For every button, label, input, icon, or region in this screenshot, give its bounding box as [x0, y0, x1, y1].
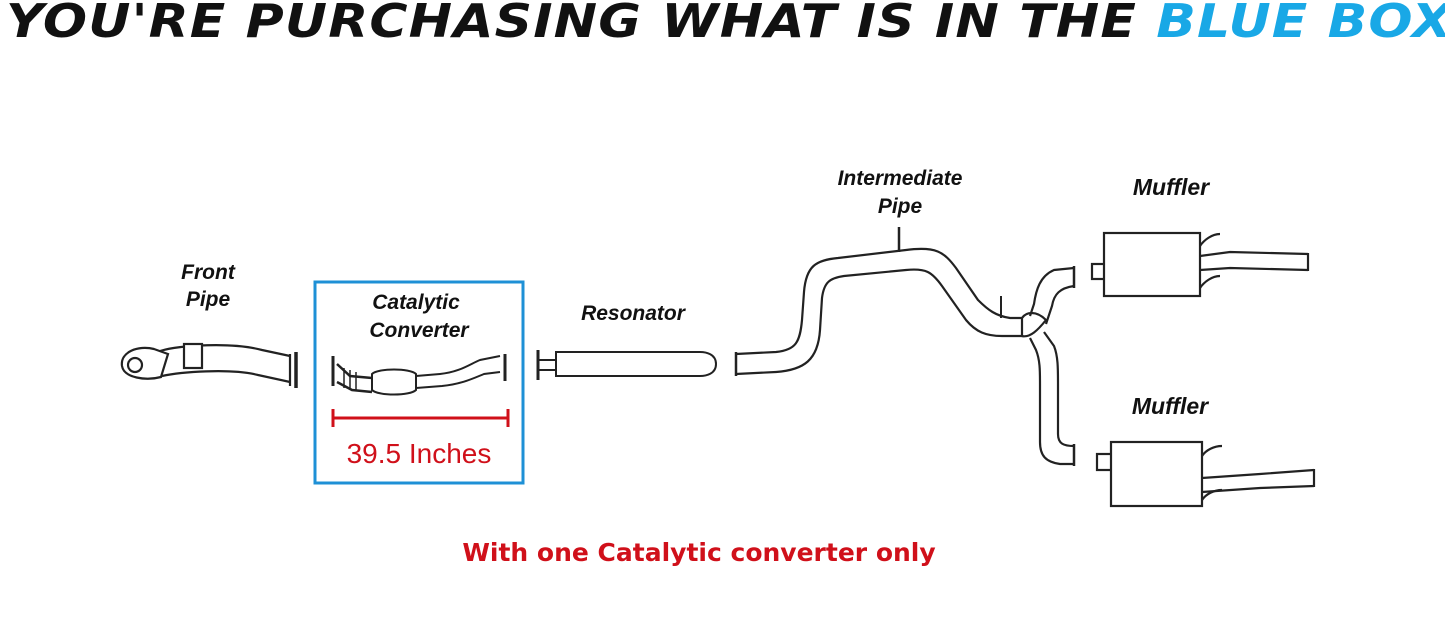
front-pipe-part [120, 342, 298, 388]
muffler-upper-label: Muffler [1133, 174, 1210, 200]
resonator-label: Resonator [581, 302, 687, 325]
blue-highlight-box [313, 280, 525, 485]
catalytic-converter-label-line2: Converter [369, 319, 470, 342]
front-pipe-label-line2: Pipe [186, 288, 231, 311]
catalytic-converter-part [331, 354, 507, 396]
lower-muffler-part [1095, 440, 1316, 508]
measurement-line [331, 409, 510, 427]
intermediate-pipe-part [734, 227, 1076, 466]
page-title: YOU'RE PURCHASING WHAT IS IN THE BLUE BO… [6, 0, 1445, 48]
footnote: With one Catalytic converter only [462, 538, 936, 567]
intermediate-pipe-label-line2: Pipe [878, 195, 923, 218]
title-prefix: YOU'RE PURCHASING WHAT IS IN THE [6, 0, 1157, 48]
intermediate-pipe-label: Intermediate [838, 167, 963, 190]
muffler-lower-label: Muffler [1132, 393, 1209, 419]
title-highlight: BLUE BOX [1156, 0, 1445, 48]
measurement-label: 39.5 Inches [347, 438, 492, 469]
resonator-part [536, 350, 718, 380]
front-pipe-label: Front [181, 261, 236, 284]
catalytic-converter-label: Catalytic [372, 291, 460, 314]
upper-muffler-part [1090, 231, 1310, 298]
